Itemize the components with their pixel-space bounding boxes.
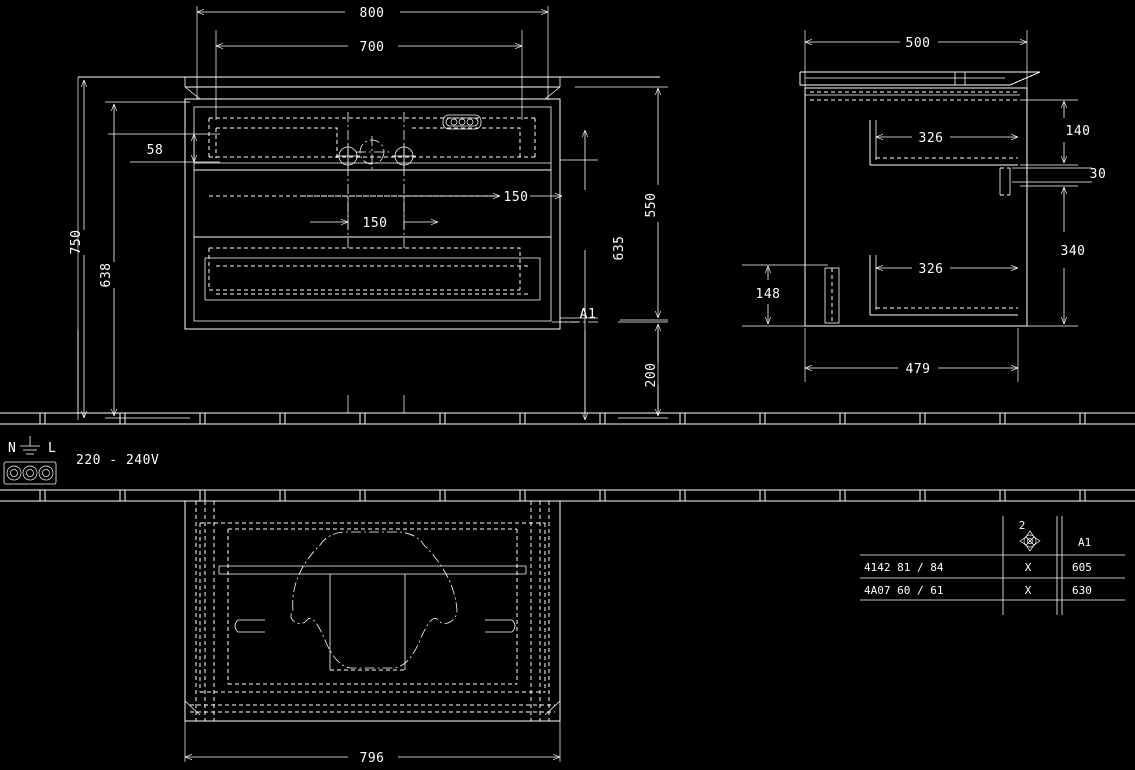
plan-view-group: 796 — [184, 500, 561, 766]
dim-479: 479 — [906, 362, 931, 377]
socket-outlet-front — [442, 114, 482, 130]
reference-table-group: 2 A1 4142 81 / 84 X 605 4A07 60 / 61 X 6… — [860, 516, 1125, 615]
basin-outline — [234, 531, 516, 671]
dim-700: 700 — [360, 40, 385, 55]
table-row-1-a1: 630 — [1072, 584, 1092, 597]
table-row-1-mark: X — [1025, 584, 1032, 597]
wall-hatch-lower — [0, 489, 1135, 502]
dim-200: 200 — [644, 363, 659, 388]
dim-800: 800 — [360, 6, 385, 21]
dim-326-lower: 326 — [919, 262, 944, 277]
target-crosshair-icon — [1019, 530, 1041, 552]
electrical-symbol-group: N L 220 - 240V — [3, 436, 159, 485]
dim-638: 638 — [99, 263, 114, 288]
dim-500: 500 — [906, 36, 931, 51]
dim-796: 796 — [360, 751, 385, 766]
dim-148: 148 — [756, 287, 781, 302]
terminal-n-label: N — [8, 441, 16, 456]
table-row-0-code: 4142 81 / 84 — [864, 561, 944, 574]
dim-140: 140 — [1066, 124, 1091, 139]
terminal-l-label: L — [48, 441, 56, 456]
table-row-0-a1: 605 — [1072, 561, 1092, 574]
dim-30: 30 — [1090, 167, 1107, 182]
table-row-0-mark: X — [1025, 561, 1032, 574]
table-row-1-code: 4A07 60 / 61 — [864, 584, 943, 597]
dim-58: 58 — [147, 143, 164, 158]
table-header-2: 2 — [1019, 519, 1026, 532]
wall-hatch-upper — [0, 412, 1135, 425]
dim-750: 750 — [69, 230, 84, 255]
dim-150-right: 150 — [504, 190, 529, 205]
dim-340: 340 — [1061, 244, 1086, 259]
marker-a1-front: A1 — [580, 307, 597, 322]
earth-ground-icon — [20, 436, 40, 455]
dim-326-upper: 326 — [919, 131, 944, 146]
dim-150-inner: 150 — [363, 216, 388, 231]
socket-outlet-icon — [3, 461, 57, 485]
dim-635: 635 — [612, 236, 627, 261]
dim-550: 550 — [644, 193, 659, 218]
table-header-a1: A1 — [1078, 536, 1091, 549]
voltage-label: 220 - 240V — [76, 453, 159, 468]
